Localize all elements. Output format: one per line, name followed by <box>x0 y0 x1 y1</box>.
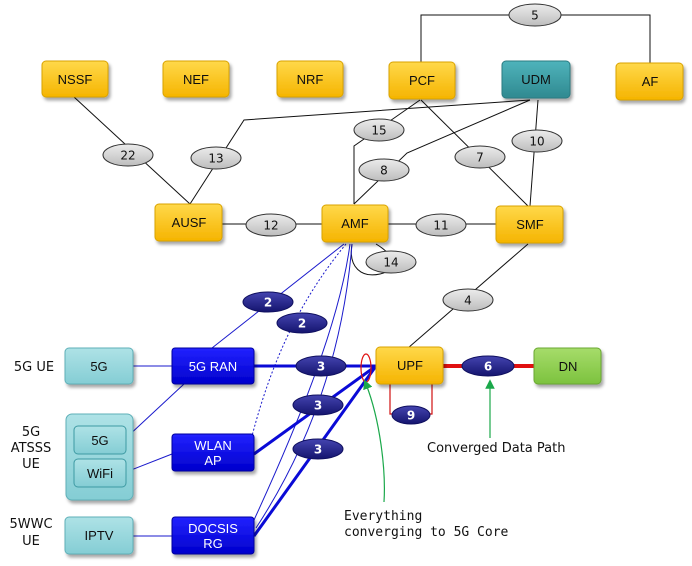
interface-4[interactable]: 4 <box>442 288 494 312</box>
nf-node-nssf[interactable]: NSSF <box>41 60 109 98</box>
nf-node-af[interactable]: AF <box>615 62 684 101</box>
udm-label: UDM <box>521 72 551 87</box>
interface-12-label: 12 <box>263 219 278 233</box>
ran-5g-label: 5G RAN <box>189 359 237 374</box>
side-label-atsss-2: ATSSS <box>11 441 52 456</box>
upf-label: UPF <box>397 358 423 373</box>
side-label-wwc-2: UE <box>22 534 40 549</box>
interface-5-label: 5 <box>531 9 539 23</box>
link-atsssWifi-wlan <box>125 453 173 473</box>
atsss-5g-label: 5G <box>91 433 108 448</box>
ue-iptv-box[interactable]: IPTV <box>64 516 134 555</box>
link-udm-smf <box>529 99 539 207</box>
interface-2-n3iwf[interactable]: 2 <box>276 312 328 334</box>
interface-8[interactable]: 8 <box>358 158 410 182</box>
interface-3b-label: 3 <box>314 399 322 413</box>
af-label: AF <box>642 74 659 89</box>
interface-3-wlan[interactable]: 3 <box>292 394 344 416</box>
interface-15[interactable]: 15 <box>353 118 405 142</box>
link-amf-udm <box>353 99 531 205</box>
interface-3-docsis[interactable]: 3 <box>292 438 344 460</box>
interface-6[interactable]: 6 <box>461 355 515 377</box>
interface-4-label: 4 <box>464 294 472 308</box>
wlan-ap-line2: AP <box>204 453 221 468</box>
interface-9-label: 9 <box>407 409 415 423</box>
access-docsis-rg[interactable]: DOCSIS RG <box>171 516 255 555</box>
link-amf-wlan-ap <box>251 243 347 437</box>
side-label-atsss-3: UE <box>22 457 40 472</box>
interface-6-label: 6 <box>484 360 492 374</box>
nf-node-udm[interactable]: UDM <box>501 60 571 99</box>
ue-atsss-group[interactable]: 5G WiFi <box>65 413 134 501</box>
interface-7[interactable]: 7 <box>454 145 506 169</box>
interface-12[interactable]: 12 <box>245 213 297 237</box>
n2-links <box>125 243 353 537</box>
link-amf-pcf <box>353 99 421 204</box>
access-wlan-ap[interactable]: WLAN AP <box>171 433 255 472</box>
atsss-wifi-box[interactable]: WiFi <box>73 458 127 488</box>
atsss-wifi-label: WiFi <box>87 466 113 481</box>
ue-5g-label: 5G <box>90 359 107 374</box>
interface-3-ran[interactable]: 3 <box>295 355 347 377</box>
ausf-label: AUSF <box>172 215 207 230</box>
interface-2-ran[interactable]: 2 <box>242 291 294 313</box>
interface-3a-label: 3 <box>317 360 325 374</box>
nssf-label: NSSF <box>58 72 93 87</box>
docsis-line1: DOCSIS <box>188 521 238 536</box>
annotation-converged-path: Converged Data Path <box>427 441 565 456</box>
interface-22-label: 22 <box>120 149 135 163</box>
nf-node-smf[interactable]: SMF <box>495 205 564 244</box>
link-amf-docsis-2 <box>255 243 353 529</box>
link-amf-docsis <box>253 243 351 521</box>
interface-5[interactable]: 5 <box>508 3 562 27</box>
interface-22[interactable]: 22 <box>102 143 154 167</box>
interface-14[interactable]: 14 <box>365 250 417 274</box>
annotation-everything-2: converging to 5G Core <box>344 525 509 540</box>
wlan-ap-line1: WLAN <box>194 438 232 453</box>
nf-node-pcf[interactable]: PCF <box>388 61 456 100</box>
interface-13[interactable]: 13 <box>190 146 242 170</box>
interface-15-label: 15 <box>371 124 386 138</box>
nf-node-ausf[interactable]: AUSF <box>154 203 223 242</box>
interface-2b-label: 2 <box>298 317 306 331</box>
iptv-label: IPTV <box>85 528 114 543</box>
nrf-label: NRF <box>297 72 324 87</box>
amf-label: AMF <box>341 216 369 231</box>
interface-11[interactable]: 11 <box>415 213 467 237</box>
nf-node-amf[interactable]: AMF <box>321 204 389 243</box>
arrow-everything <box>363 379 385 503</box>
link-atsss5g-ran <box>125 383 185 439</box>
pcf-label: PCF <box>409 73 435 88</box>
nf-node-nef[interactable]: NEF <box>162 60 230 98</box>
atsss-5g-box[interactable]: 5G <box>73 425 127 455</box>
nf-node-nrf[interactable]: NRF <box>276 60 344 98</box>
side-label-wwc-1: 5WWC <box>9 517 52 532</box>
node-dn[interactable]: DN <box>533 347 602 385</box>
side-label-5g-ue: 5G UE <box>14 360 54 375</box>
interface-7-label: 7 <box>476 151 484 165</box>
interface-11-label: 11 <box>433 219 448 233</box>
interface-3c-label: 3 <box>314 443 322 457</box>
side-label-atsss-1: 5G <box>22 425 40 440</box>
dn-label: DN <box>559 359 578 374</box>
interface-8-label: 8 <box>380 164 388 178</box>
interface-14-label: 14 <box>383 256 398 270</box>
interface-13-label: 13 <box>208 152 223 166</box>
smf-label: SMF <box>516 217 544 232</box>
nef-label: NEF <box>183 72 209 87</box>
ue-5g-box[interactable]: 5G <box>64 347 134 385</box>
link-ausf-udm <box>189 99 531 205</box>
nf-node-upf[interactable]: UPF <box>375 346 444 385</box>
interface-10[interactable]: 10 <box>511 129 563 153</box>
interface-10-label: 10 <box>529 135 544 149</box>
access-5g-ran[interactable]: 5G RAN <box>171 347 255 385</box>
interface-2a-label: 2 <box>264 296 272 310</box>
interface-9[interactable]: 9 <box>391 405 431 425</box>
annotation-everything-1: Everything <box>344 509 422 524</box>
docsis-line2: RG <box>203 536 223 551</box>
